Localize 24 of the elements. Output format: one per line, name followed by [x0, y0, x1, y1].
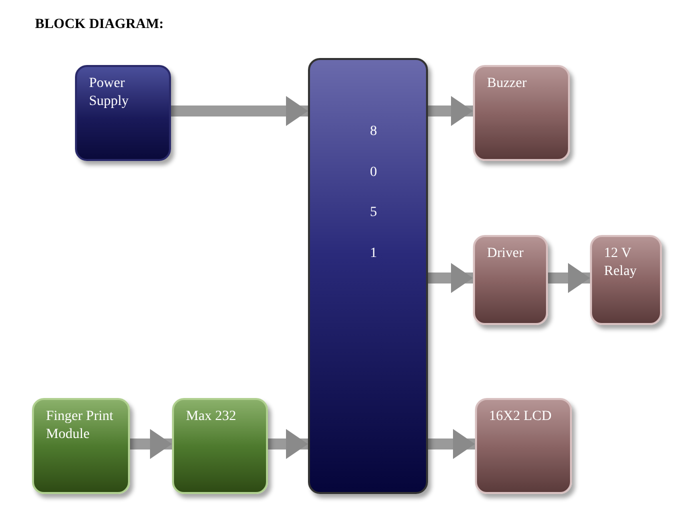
module-block — [475, 398, 572, 494]
block-label: 16X2 LCD — [489, 408, 553, 426]
block-label: Power Supply — [89, 75, 130, 112]
diagram-title: BLOCK DIAGRAM: — [35, 16, 164, 34]
block-arrow — [268, 429, 308, 459]
block-arrow — [428, 96, 473, 126]
module-block — [172, 398, 268, 494]
module-block — [32, 398, 130, 494]
block-arrow — [428, 263, 473, 293]
module-block — [473, 235, 548, 325]
block-arrow — [130, 429, 172, 459]
block-arrow — [548, 263, 590, 293]
block-label: Finger Print Module — [46, 408, 114, 444]
microcontroller-block — [308, 58, 428, 494]
block-arrow — [428, 429, 475, 459]
block-label: Buzzer — [487, 75, 528, 93]
module-block — [473, 65, 570, 161]
chip-label: 8051 — [370, 123, 378, 263]
module-block — [590, 235, 662, 325]
block-arrow — [171, 96, 308, 126]
block-label: 12 V Relay — [604, 245, 638, 282]
block-label: Driver — [487, 245, 525, 263]
block-label: Max 232 — [186, 408, 238, 426]
module-block — [75, 65, 171, 161]
